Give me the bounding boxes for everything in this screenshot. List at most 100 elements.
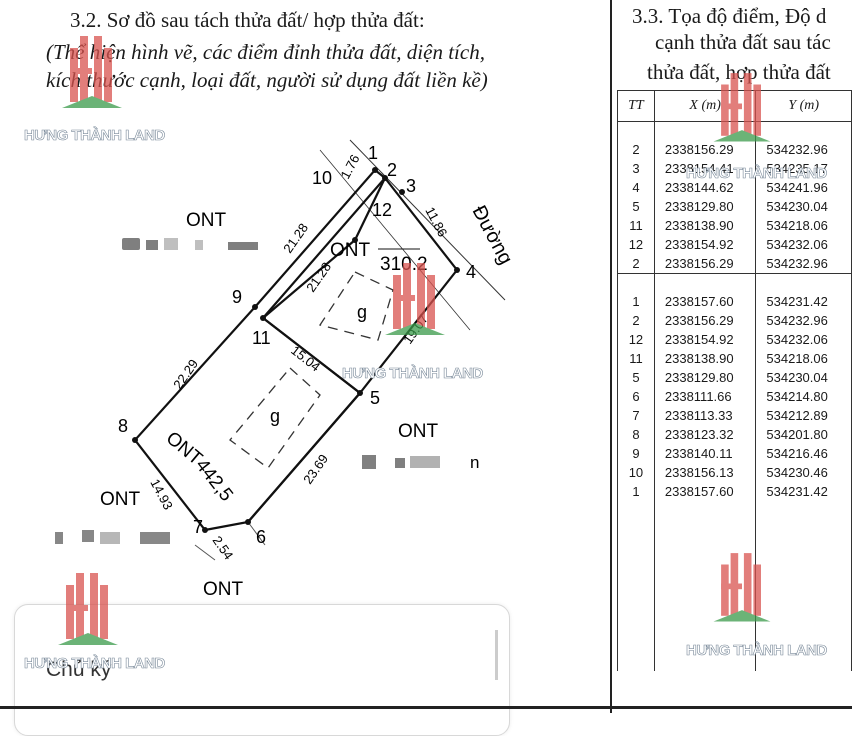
cell-tt: 12 [617,330,655,349]
edge-length-2-9: 21.28 [280,220,311,255]
cell-tt: 10 [617,463,655,482]
cell-y: 534212.89 [755,406,852,425]
edge-length-9-8: 22.29 [170,356,201,391]
section-heading: 3.2. Sơ đồ sau tách thửa đất/ hợp thửa đ… [70,8,425,32]
cell-x: 2338140.11 [653,444,757,463]
cell-y: 534241.96 [755,178,852,197]
edge-length-2-4: 11.86 [422,204,450,239]
cell-y: 534214.80 [755,387,852,406]
blurred-owner-east [362,455,440,469]
edge-length-8-7: 14.93 [147,476,176,512]
upper-parcel-area: 310.2 [380,254,428,275]
house-upper-label: g [357,302,367,322]
point-label-4: 4 [466,262,476,282]
house-upper [318,271,394,341]
cell-tt: 11 [617,349,655,368]
signature-label: Chủ ký [46,658,112,681]
point-label-6: 6 [256,527,266,547]
cell-x: 2338156.13 [653,463,757,482]
point-label-2: 2 [387,160,397,180]
cell-x: 2338156.29 [653,140,757,159]
house-lower-label: g [270,406,280,426]
cell-x: 2338154.92 [653,330,757,349]
vertex-dots [132,167,460,533]
upper-parcel-type: ONT [330,240,371,261]
cell-x: 2338157.60 [653,482,757,501]
house-lower [229,367,321,469]
cell-y: 534231.42 [755,292,852,311]
cell-x: 2338138.90 [653,216,757,235]
neighbor-type-south: ONT [203,579,244,600]
neighbor-type-southwest: ONT [100,489,141,510]
cell-x: 2338111.66 [653,387,757,406]
point-label-1: 1 [368,143,378,163]
neighbor-type-northwest: ONT [186,210,227,231]
cell-tt: 4 [617,178,655,197]
cell-y: 534235.17 [755,159,852,178]
table-spacer-row [617,273,852,292]
blurred-owner-northwest [122,238,258,250]
column-divider [610,0,612,713]
table-spacer-row [617,121,852,140]
blurred-owner-southwest [55,530,170,544]
cell-tt: 1 [617,482,655,501]
edge-length-11-5: 15.04 [288,343,323,375]
signature-scrollbar[interactable] [495,630,498,680]
cell-y: 534201.80 [755,425,852,444]
point-label-12: 12 [372,200,392,220]
cell-y: 534232.96 [755,140,852,159]
edge-length-4-5: 19.07 [400,311,431,346]
point-label-10: 10 [312,168,332,188]
col-header-tt: TT [617,90,655,122]
point-label-5: 5 [370,388,380,408]
cell-y: 534230.04 [755,368,852,387]
road-label: Đường [468,202,517,268]
cell-tt: 5 [617,368,655,387]
coords-heading-line1: 3.3. Tọa độ điểm, Độ d [632,4,827,28]
cell-x: 2338157.60 [653,292,757,311]
cell-tt: 9 [617,444,655,463]
cell-y: 534231.42 [755,482,852,501]
neighbor-type-east: ONT [398,421,439,442]
cell-y: 534232.06 [755,330,852,349]
point-label-8: 8 [118,416,128,436]
cell-tt: 3 [617,159,655,178]
cell-tt: 8 [617,425,655,444]
cell-tt: 5 [617,197,655,216]
cell-x: 2338123.32 [653,425,757,444]
cell-x: 2338129.80 [653,197,757,216]
cell-y: 534232.06 [755,235,852,254]
land-plot-diagram-section: 3.2. Sơ đồ sau tách thửa đất/ hợp thửa đ… [14,8,517,736]
cell-tt: 1 [617,292,655,311]
edge-length-12-11: 21.28 [303,259,334,294]
cell-y: 534230.04 [755,197,852,216]
cell-x: 2338129.80 [653,368,757,387]
cell-tt: 6 [617,387,655,406]
col-header-y: Y (m) [755,90,852,122]
cell-tt: 11 [617,216,655,235]
cell-tt: 2 [617,140,655,159]
parcel-map: Đường g g 1 2 3 [55,139,517,600]
edge-length-7-6: 2.54 [210,533,237,562]
edge-length-1-2: 1.76 [337,152,362,181]
cell-y: 534218.06 [755,349,852,368]
cell-x: 2338156.29 [653,311,757,330]
cell-y: 534232.96 [755,254,852,274]
coords-heading-line2: cạnh thửa đất sau tác [655,30,831,54]
